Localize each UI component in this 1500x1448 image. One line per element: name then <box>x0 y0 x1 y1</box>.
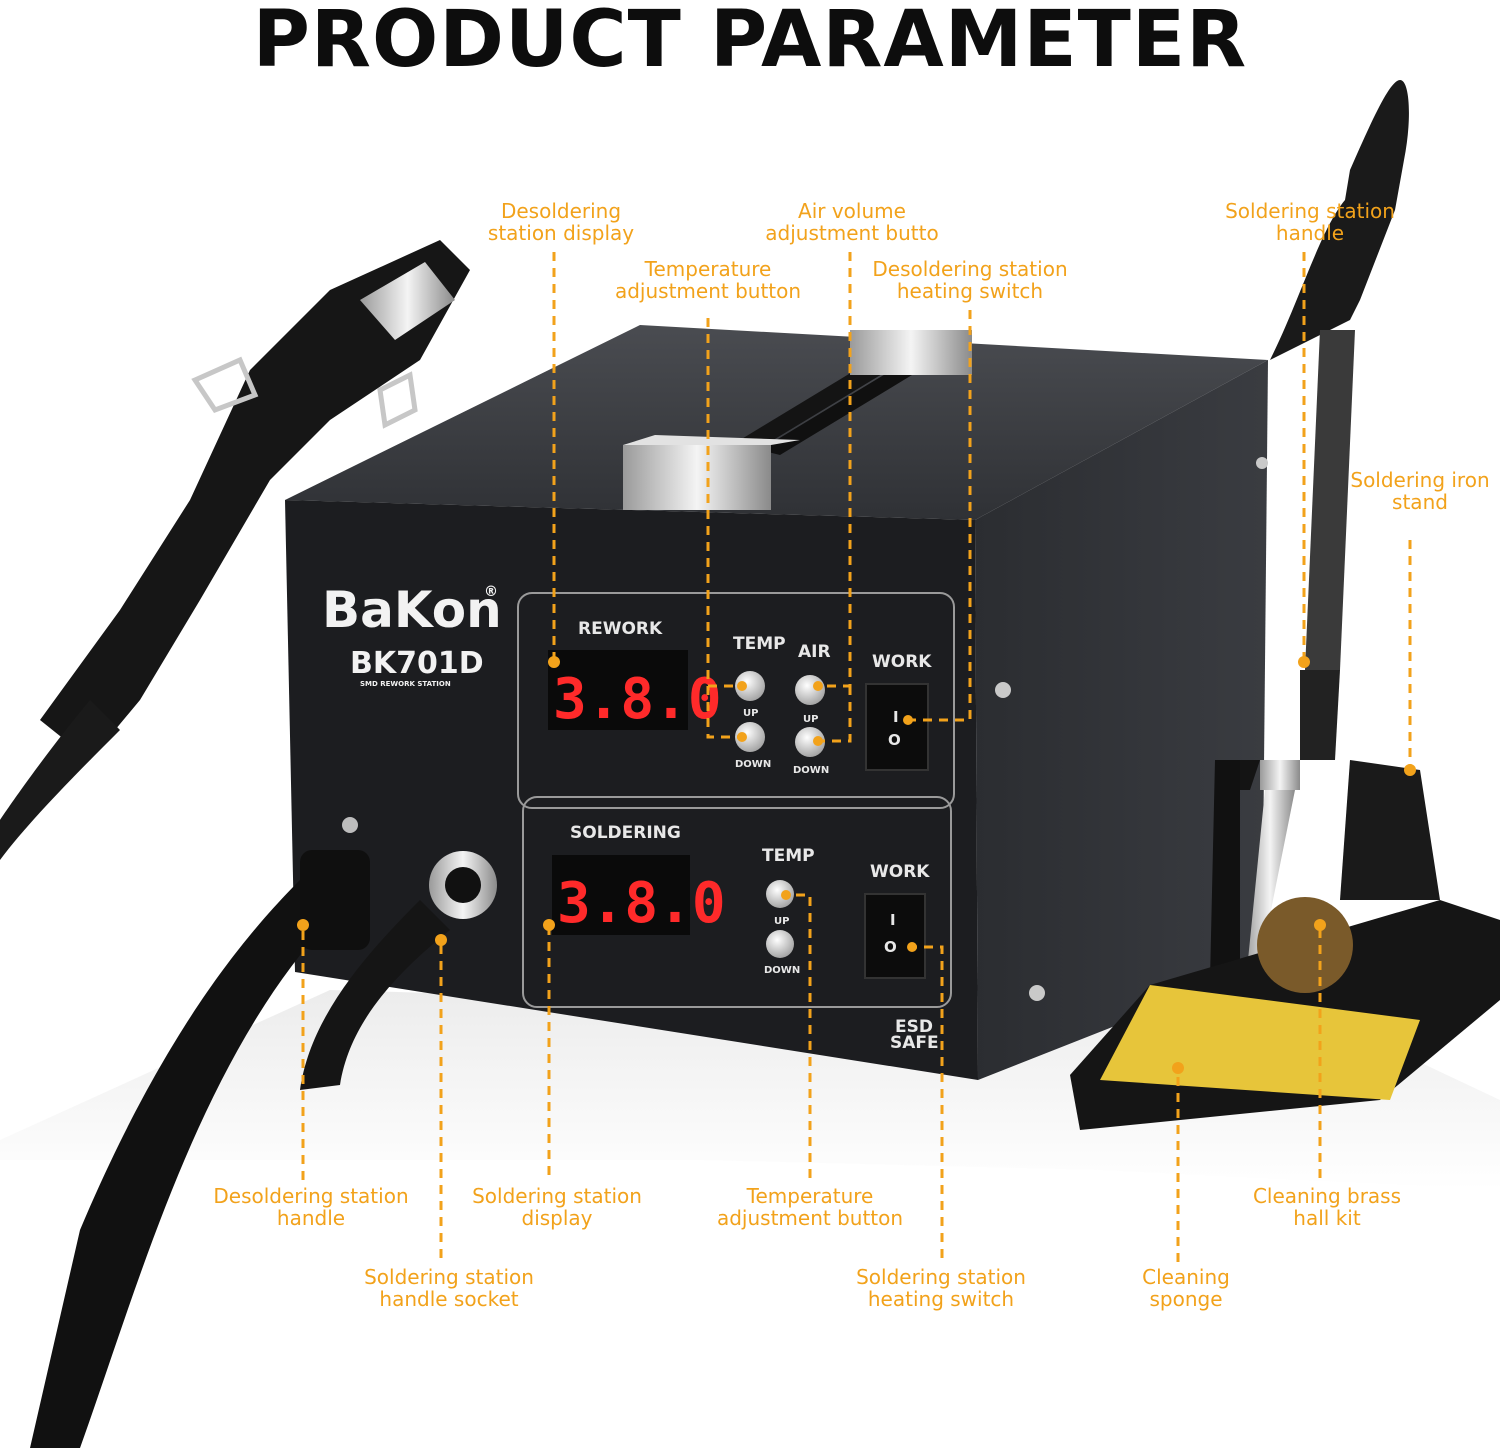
switch-off-glyph: O <box>888 731 901 749</box>
callout-sponge: Cleaning sponge <box>1142 1266 1230 1310</box>
brass-wool-icon <box>1257 897 1353 993</box>
callout-text: adjustment button <box>716 1206 904 1230</box>
desoldering-handle-socket-icon <box>300 850 370 950</box>
callout-text: Soldering iron <box>1350 468 1490 492</box>
soldering-display-value: 3.8.0 <box>557 871 726 936</box>
socket-hole-icon <box>445 867 481 903</box>
callout-text: hall kit <box>1293 1206 1361 1230</box>
side-screw-icon <box>1256 457 1268 469</box>
callout-text: stand <box>1392 490 1448 514</box>
callout-text: handle <box>276 1206 346 1230</box>
callout-text: display <box>521 1206 593 1230</box>
switch-off-glyph: O <box>884 938 897 956</box>
side-screw-icon <box>1029 985 1045 1001</box>
hot-air-gun-icon <box>40 240 470 760</box>
brand-logo: BaKon <box>322 581 502 639</box>
rework-temp-down-button[interactable] <box>735 722 765 752</box>
callout-text: handle <box>1275 221 1345 245</box>
callout-text: Soldering station <box>472 1184 642 1208</box>
soldering-temp-up-button[interactable] <box>766 880 794 908</box>
rework-temp-up-label: UP <box>743 708 758 719</box>
soldering-heating-switch[interactable] <box>864 893 926 979</box>
soldering-temp-down-button[interactable] <box>766 930 794 958</box>
callout-desoldering-heating-switch: Desoldering station heating switch <box>872 258 1067 302</box>
air-down-label: DOWN <box>793 765 829 776</box>
soldering-label: SOLDERING <box>570 823 681 843</box>
callout-text: Air volume <box>798 199 906 223</box>
rework-temp-up-button[interactable] <box>735 671 765 701</box>
soldering-temp-down-label: DOWN <box>764 965 800 976</box>
callout-text: Desoldering station <box>872 257 1068 281</box>
callout-brass-kit: Cleaning brass hall kit <box>1253 1185 1401 1229</box>
callout-text: Cleaning brass <box>1252 1184 1402 1208</box>
model-subtitle: SMD REWORK STATION <box>360 680 451 688</box>
desoldering-cable-icon <box>30 880 330 1448</box>
rework-temp-down-label: DOWN <box>735 759 771 770</box>
side-screw-icon <box>995 682 1011 698</box>
callout-temp-adjust-bottom: Temperature adjustment button <box>717 1185 903 1229</box>
callout-desoldering-display: Desoldering station display <box>488 200 634 244</box>
callout-air-volume: Air volume adjustment butto <box>765 200 938 244</box>
rework-display <box>548 650 688 730</box>
callout-desoldering-handle: Desoldering station handle <box>213 1185 408 1229</box>
callout-text: adjustment button <box>614 279 802 303</box>
callout-text: Cleaning <box>1142 1265 1230 1289</box>
callout-text: Soldering station <box>364 1265 534 1289</box>
air-up-label: UP <box>803 714 818 725</box>
soldering-temp-label: TEMP <box>762 846 815 866</box>
desoldering-heating-switch[interactable] <box>865 683 929 771</box>
callout-text: Temperature <box>644 257 772 281</box>
gun-hook-icon <box>191 356 418 429</box>
callout-iron-stand: Soldering iron stand <box>1350 469 1489 513</box>
rework-temp-label: TEMP <box>733 634 786 654</box>
callout-handle-socket: Soldering station handle socket <box>364 1266 534 1310</box>
gun-cable-icon <box>0 700 120 860</box>
socket-screw-icon <box>342 817 358 833</box>
callout-soldering-handle: Soldering station handle <box>1225 200 1395 244</box>
iron-stand-holder <box>1340 760 1440 900</box>
air-down-button[interactable] <box>795 727 825 757</box>
callout-text: Desoldering <box>500 199 622 223</box>
callout-text: station display <box>487 221 635 245</box>
callout-temp-adjust-top: Temperature adjustment button <box>615 258 801 302</box>
page-title: PRODUCT PARAMETER <box>252 0 1248 85</box>
holder-bar <box>760 350 945 455</box>
callout-soldering-heating-switch: Soldering station heating switch <box>856 1266 1026 1310</box>
callout-text: Soldering station <box>1225 199 1395 223</box>
callout-text: sponge <box>1149 1287 1223 1311</box>
iron-stand-post <box>1210 760 1240 980</box>
rework-air-label: AIR <box>798 642 831 662</box>
callout-text: heating switch <box>867 1287 1015 1311</box>
iron-collar-icon <box>1260 760 1300 790</box>
rework-work-label: WORK <box>872 652 932 672</box>
soldering-work-label: WORK <box>870 862 930 882</box>
callout-text: handle socket <box>379 1287 519 1311</box>
callout-text: Temperature <box>746 1184 874 1208</box>
station-side <box>975 360 1268 1080</box>
callout-text: heating switch <box>896 279 1044 303</box>
soldering-display <box>552 855 690 935</box>
brand-registered-mark: ® <box>484 584 498 600</box>
soldering-grip-icon <box>1300 670 1340 760</box>
switch-on-glyph: I <box>893 708 899 726</box>
rework-label: REWORK <box>578 619 663 639</box>
callout-text: adjustment butto <box>765 221 939 245</box>
soldering-temp-up-label: UP <box>774 916 789 927</box>
air-up-button[interactable] <box>795 675 825 705</box>
esd-mark-line2: SAFE <box>890 1033 939 1053</box>
soldering-panel <box>522 796 952 1008</box>
hot-air-nozzle-icon <box>360 262 455 340</box>
callout-soldering-display: Soldering station display <box>472 1185 642 1229</box>
switch-on-glyph: I <box>890 911 896 929</box>
holder-bracket-front <box>623 445 771 510</box>
soldering-handle-icon <box>1305 330 1355 670</box>
rework-display-value: 3.8.0 <box>553 667 722 732</box>
soldering-cable-icon <box>300 900 450 1090</box>
callout-text: Soldering station <box>856 1265 1026 1289</box>
callout-text: Desoldering station <box>213 1184 409 1208</box>
model-name: BK701D <box>350 646 484 681</box>
holder-bracket-back <box>850 330 972 375</box>
